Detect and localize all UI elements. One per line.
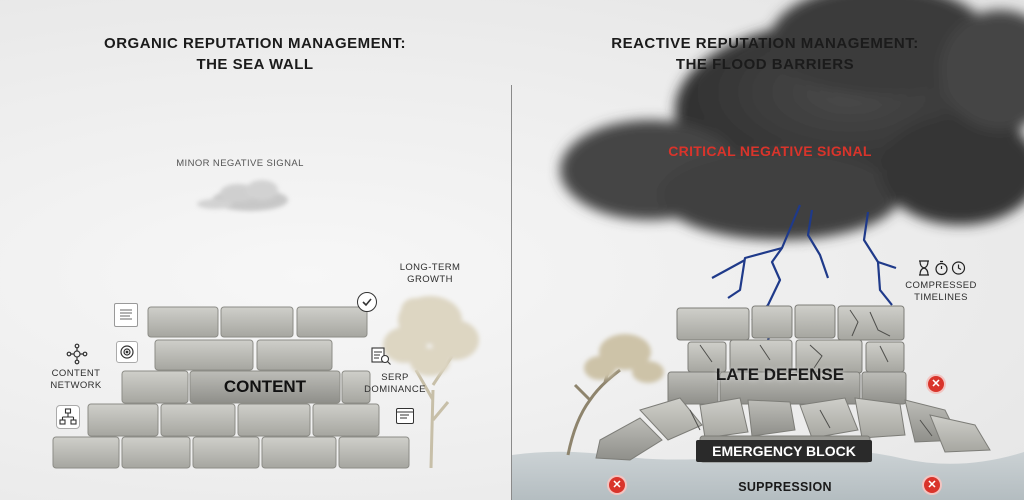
hierarchy-icon (56, 405, 80, 429)
flood-barrier (595, 304, 991, 463)
hourglass-icon (917, 260, 931, 276)
serp-dominance-label: SERP DOMINANCE (364, 372, 426, 395)
document-icon (114, 303, 138, 327)
long-term-growth-label: LONG-TERM GROWTH (399, 262, 461, 285)
close-icon: ✕ (928, 376, 944, 392)
right-title-line1: REACTIVE REPUTATION MANAGEMENT: (611, 35, 919, 52)
close-icon: ✕ (609, 477, 625, 493)
bent-tree (566, 334, 664, 456)
search-doc-icon (370, 345, 392, 367)
compressed-timelines-label: COMPRESSED TIMELINES (905, 280, 977, 303)
content-network-label: CONTENT NETWORK (50, 368, 102, 391)
cracks (689, 309, 933, 437)
clock-icon (951, 260, 966, 276)
storm-cloud (560, 0, 1024, 240)
target-icon (116, 341, 138, 363)
check-circle-icon (357, 292, 377, 312)
emergency-block-label: EMERGENCY BLOCK (696, 440, 872, 462)
stopwatch-icon (934, 260, 949, 276)
browser-icon (396, 408, 414, 424)
minor-signal-label: MINOR NEGATIVE SIGNAL (176, 158, 304, 169)
critical-signal-label: CRITICAL NEGATIVE SIGNAL (668, 143, 872, 159)
right-title-line2: THE FLOOD BARRIERS (675, 56, 855, 73)
left-title-line2: THE SEA WALL (196, 56, 314, 73)
close-icon: ✕ (924, 477, 940, 493)
small-cloud (197, 180, 288, 211)
right-title: REACTIVE REPUTATION MANAGEMENT: THE FLOO… (540, 33, 990, 75)
left-title-line1: ORGANIC REPUTATION MANAGEMENT: (104, 35, 406, 52)
sea-wall (52, 306, 410, 469)
growth-tree (383, 296, 479, 469)
panel-divider (511, 85, 512, 500)
late-defense-label: LATE DEFENSE (715, 365, 845, 384)
content-wall-label: CONTENT (223, 377, 307, 396)
left-title: ORGANIC REPUTATION MANAGEMENT: THE SEA W… (40, 33, 470, 75)
flood-water (512, 449, 1024, 500)
network-icon (66, 343, 88, 365)
suppression-label: SUPPRESSION (738, 480, 832, 494)
